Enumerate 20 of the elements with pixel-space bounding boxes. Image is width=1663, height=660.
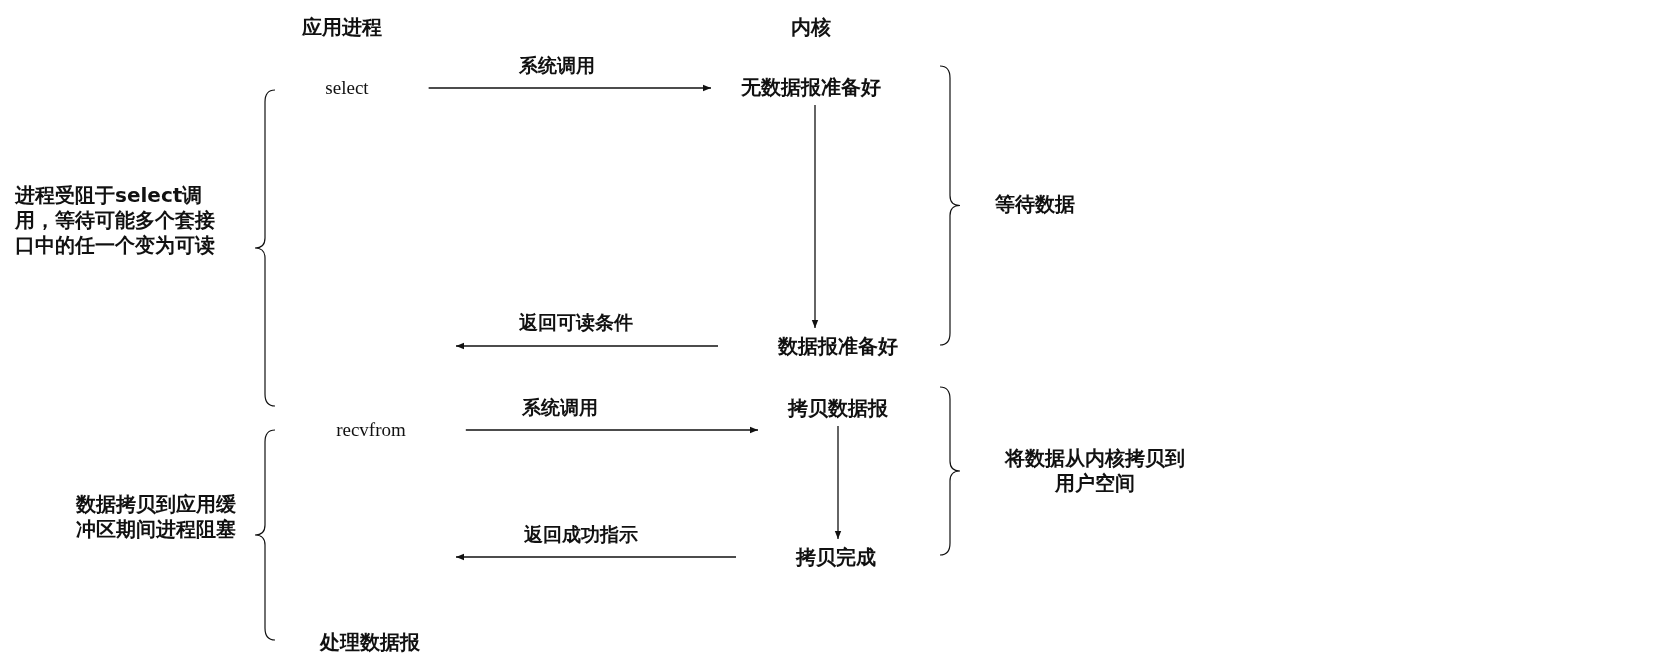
node-text: 处理数据报 <box>320 630 420 654</box>
arrow <box>834 425 842 540</box>
column-heading: 内核 <box>791 14 831 40</box>
node-text: recvfrom <box>336 418 406 442</box>
node-text: 数据报准备好 <box>778 334 898 358</box>
annotation-text: 将数据从内核拷贝到用户空间 <box>1005 446 1185 496</box>
arrow <box>428 84 712 92</box>
arrow <box>465 426 759 434</box>
arrow <box>455 553 737 561</box>
node-text: 拷贝完成 <box>796 545 876 569</box>
annotation-text: 等待数据 <box>995 192 1076 217</box>
node-text: 拷贝数据报 <box>788 396 888 420</box>
column-heading: 应用进程 <box>302 14 382 40</box>
arrow <box>811 104 819 329</box>
annotation-text: 数据拷贝到应用缓冲区期间进程阻塞 <box>76 492 236 542</box>
node-text: select <box>325 76 369 100</box>
node-text: 无数据报准备好 <box>741 75 881 99</box>
edge-label: 返回可读条件 <box>517 310 635 336</box>
arrow <box>455 342 719 350</box>
annotation-text: 进程受阻于select调用，等待可能多个套接口中的任一个变为可读 <box>15 183 216 258</box>
